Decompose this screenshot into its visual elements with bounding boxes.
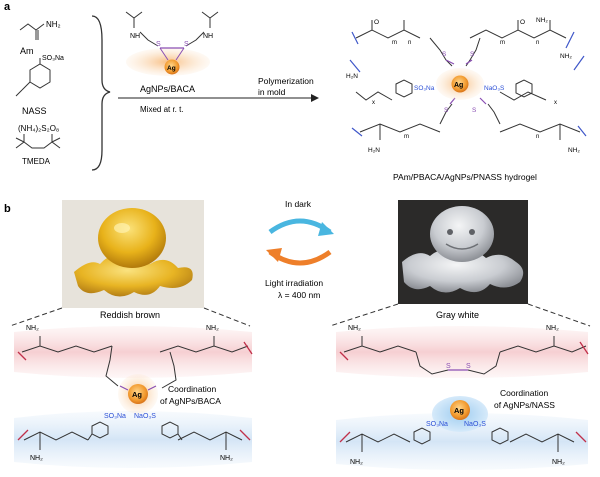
coordination-left-line-1: Coordination <box>168 384 216 394</box>
reactant-brace <box>91 15 111 171</box>
right-nh2-bottom-2: NH₂ <box>552 459 565 466</box>
tmeda-label: TMEDA <box>22 157 51 166</box>
zoom-line-right-2 <box>527 303 591 327</box>
process-line-2: in mold <box>258 87 286 97</box>
left-naso3: NaO₃S <box>134 413 156 420</box>
aps-label: (NH₄)₂S₂O₈ <box>18 124 59 133</box>
network-nh2-1: NH₂ <box>536 17 548 24</box>
baca-s-right: S <box>184 41 189 48</box>
panel-b-label: b <box>4 203 11 215</box>
in-dark-label: In dark <box>285 199 312 209</box>
network-s-4: S <box>472 107 477 114</box>
coordination-right-line-2: of AgNPs/NASS <box>494 400 555 410</box>
right-schematic <box>336 326 589 470</box>
network-h2n-2: H₂N <box>368 147 380 154</box>
baca-nh-left: NH <box>130 33 140 40</box>
network-x-2: x <box>554 100 557 106</box>
gray-white-label: Gray white <box>436 310 479 320</box>
network-s-2: S <box>470 51 475 58</box>
network-naso3: NaO₃S <box>484 85 505 92</box>
left-so3na: SO₃Na <box>104 413 126 420</box>
panel-a-label: a <box>4 1 11 13</box>
network-x-1: x <box>372 100 375 106</box>
ag-nanoparticle-left <box>128 384 148 404</box>
right-s-1: S <box>446 363 451 370</box>
am-label: Am <box>20 46 34 56</box>
octopus-gel-reddish <box>74 208 193 297</box>
network-n-3: n <box>536 134 539 140</box>
left-nh2-top: NH₂ <box>26 325 39 332</box>
zoom-line-left-2 <box>203 307 251 327</box>
right-nh2-top-2: NH₂ <box>546 325 559 332</box>
network-nh2-2: NH₂ <box>560 53 572 60</box>
ag-label-a: Ag <box>167 65 176 72</box>
ag-label-left: Ag <box>132 390 142 399</box>
baca-s-left: S <box>156 41 161 48</box>
network-n-2: n <box>536 40 539 46</box>
ag-nanoparticle-a <box>164 59 180 75</box>
tmeda-structure <box>15 134 61 149</box>
octopus-gel-white <box>402 206 524 293</box>
network-s-3: S <box>444 107 449 114</box>
process-line-1: Polymerization <box>258 76 314 86</box>
network-m-2: m <box>500 40 505 46</box>
zoom-line-right-1 <box>329 303 399 327</box>
network-n-1: n <box>408 40 411 46</box>
acrylamide-structure <box>19 23 45 40</box>
nass-so3na-label: SO₃Na <box>42 55 64 62</box>
ag-nanoparticle-network <box>451 75 469 93</box>
ag-label-network: Ag <box>454 82 463 89</box>
right-naso3: NaO₃S <box>464 421 486 428</box>
network-s-1: S <box>442 51 447 58</box>
coordination-left-line-2: of AgNPs/BACA <box>160 396 221 406</box>
network-m-1: m <box>392 40 397 46</box>
reddish-brown-label: Reddish brown <box>100 310 160 320</box>
crosslinker-label: AgNPs/BACA <box>140 84 195 94</box>
nass-label: NASS <box>22 106 47 116</box>
network-h2n-1: H₂N <box>346 73 358 80</box>
light-irradiation-label: Light irradiation <box>265 278 323 288</box>
network-nh2-3: NH₂ <box>568 147 580 154</box>
left-schematic <box>14 326 253 468</box>
am-nh2-label: NH₂ <box>46 20 61 29</box>
network-so3na: SO₃Na <box>414 85 435 92</box>
hydrogel-network <box>349 20 587 140</box>
left-nh2-bottom: NH₂ <box>30 455 43 462</box>
network-o-1: O <box>374 19 379 26</box>
hydrogel-caption: PAm/PBACA/AgNPs/PNASS hydrogel <box>393 172 537 182</box>
left-nh2-top-2: NH₂ <box>206 325 219 332</box>
nass-structure <box>15 58 51 97</box>
coordination-right-line-1: Coordination <box>500 388 548 398</box>
network-m-3: m <box>404 134 409 140</box>
baca-crosslinker <box>125 11 219 76</box>
zoom-line-left-1 <box>9 307 63 327</box>
right-nh2-bottom: NH₂ <box>350 459 363 466</box>
network-o-2: O <box>520 19 525 26</box>
right-nh2-top: NH₂ <box>348 325 361 332</box>
ag-label-right: Ag <box>454 406 464 415</box>
right-so3na: SO₃Na <box>426 421 448 428</box>
left-nh2-bottom-2: NH₂ <box>220 455 233 462</box>
mixed-label: Mixed at r. t. <box>140 105 184 114</box>
wavelength-label: λ = 400 nm <box>278 290 320 300</box>
right-s-2: S <box>466 363 471 370</box>
baca-nh-right: NH <box>203 33 213 40</box>
ag-nanoparticle-right <box>450 400 470 420</box>
